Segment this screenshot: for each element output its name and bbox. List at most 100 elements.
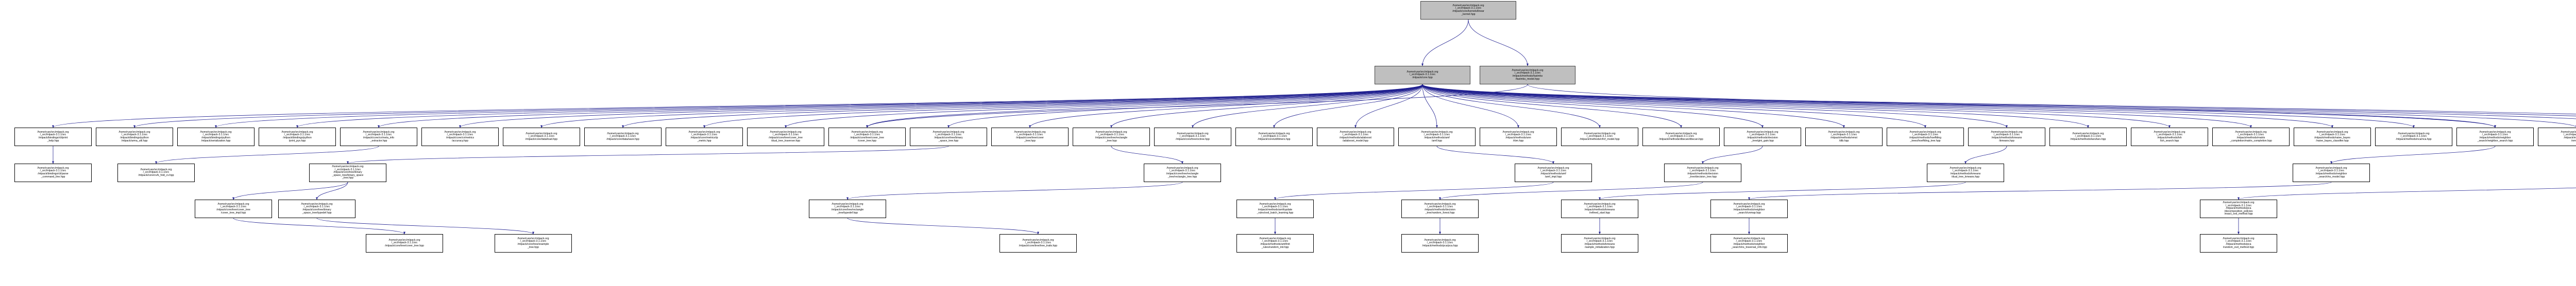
graph-edge [1439, 182, 1703, 200]
graph-node[interactable]: /home/ryan/src/mlpack.org /_src/mlpack-3… [1805, 128, 1883, 146]
graph-node[interactable]: /home/ryan/src/mlpack.org /_src/mlpack-3… [1144, 164, 1221, 182]
graph-edge [1192, 84, 1423, 128]
graph-node[interactable]: /home/ryan/src/mlpack.org /_src/mlpack-3… [2538, 128, 2576, 146]
graph-node[interactable]: /home/ryan/src/mlpack.org /_src/mlpack-3… [1515, 164, 1592, 182]
graph-node[interactable]: /home/ryan/src/mlpack.org /_src/mlpack-3… [259, 128, 336, 146]
graph-node[interactable]: /home/ryan/src/mlpack.org /_src/mlpack-3… [1154, 128, 1231, 146]
graph-node[interactable]: /home/ryan/src/mlpack.org /_src/mlpack-3… [2200, 234, 2277, 253]
graph-node[interactable]: /home/ryan/src/mlpack.org /_src/mlpack-3… [340, 128, 417, 146]
graph-node[interactable]: /home/ryan/src/mlpack.org /_src/mlpack-3… [1480, 128, 1557, 146]
graph-node[interactable]: /home/ryan/src/mlpack.org /_src/mlpack-3… [991, 128, 1069, 146]
graph-edge [1354, 84, 1423, 128]
graph-node[interactable]: /home/ryan/src/mlpack.org /_src/mlpack-3… [1480, 66, 1575, 84]
graph-edge [233, 218, 405, 235]
graph-edge [622, 84, 1423, 128]
graph-edge [347, 146, 949, 164]
graph-edge [133, 84, 1423, 128]
graph-node[interactable]: /home/ryan/src/mlpack.org /_src/mlpack-3… [309, 164, 386, 182]
graph-edge [1029, 84, 1423, 128]
graph-node[interactable]: /home/ryan/src/mlpack.org /_src/mlpack-3… [1927, 164, 2004, 182]
graph-node[interactable]: /home/ryan/src/mlpack.org /_src/mlpack-3… [1642, 128, 1720, 146]
graph-node[interactable]: /home/ryan/src/mlpack.org /_src/mlpack-3… [2293, 164, 2370, 182]
graph-node[interactable]: /home/ryan/src/mlpack.org /_src/mlpack-3… [1375, 66, 1470, 84]
graph-node[interactable]: /home/ryan/src/mlpack.org /_src/mlpack-3… [809, 200, 886, 218]
graph-edge [1748, 182, 2332, 200]
graph-node-root[interactable]: /home/ryan/src/mlpack.org /_src/mlpack-3… [1420, 1, 1516, 20]
graph-edge [155, 146, 379, 164]
graph-node[interactable]: /home/ryan/src/mlpack.org /_src/mlpack-3… [2456, 128, 2534, 146]
graph-node[interactable]: /home/ryan/src/mlpack.org /_src/mlpack-3… [1664, 164, 1741, 182]
graph-edge [1422, 84, 1601, 128]
graph-edge [1422, 84, 1519, 128]
graph-edge [540, 84, 1423, 128]
graph-edge [1422, 84, 2008, 128]
graph-node[interactable]: /home/ryan/src/mlpack.org /_src/mlpack-3… [747, 128, 824, 146]
graph-edge [1422, 84, 2576, 128]
graph-edge [232, 182, 348, 200]
graph-node[interactable]: /home/ryan/src/mlpack.org /_src/mlpack-3… [2200, 200, 2277, 218]
graph-node[interactable]: /home/ryan/src/mlpack.org /_src/mlpack-3… [195, 200, 272, 218]
graph-node[interactable]: /home/ryan/src/mlpack.org /_src/mlpack-3… [1401, 234, 1479, 253]
graph-node[interactable]: /home/ryan/src/mlpack.org /_src/mlpack-3… [1073, 128, 1150, 146]
graph-edge [1422, 84, 2333, 128]
graph-edge [52, 84, 1423, 128]
graph-node[interactable]: /home/ryan/src/mlpack.org /_src/mlpack-3… [1561, 200, 1638, 218]
graph-node[interactable]: /home/ryan/src/mlpack.org /_src/mlpack-3… [14, 128, 92, 146]
graph-edge [1436, 146, 1554, 164]
graph-node[interactable]: /home/ryan/src/mlpack.org /_src/mlpack-3… [1561, 128, 1638, 146]
graph-node[interactable]: /home/ryan/src/mlpack.org /_src/mlpack-3… [1887, 128, 1964, 146]
graph-edge [1422, 84, 1682, 128]
graph-node[interactable]: /home/ryan/src/mlpack.org /_src/mlpack-3… [117, 164, 195, 182]
graph-node[interactable]: /home/ryan/src/mlpack.org /_src/mlpack-3… [1724, 128, 1801, 146]
graph-node[interactable]: /home/ryan/src/mlpack.org /_src/mlpack-3… [421, 128, 499, 146]
graph-node[interactable]: /home/ryan/src/mlpack.org /_src/mlpack-3… [1968, 128, 2045, 146]
graph-node[interactable]: /home/ryan/src/mlpack.org /_src/mlpack-3… [503, 128, 580, 146]
graph-node[interactable]: /home/ryan/src/mlpack.org /_src/mlpack-3… [584, 128, 662, 146]
graph-edge [1422, 84, 1845, 128]
graph-node[interactable]: /home/ryan/src/mlpack.org /_src/mlpack-3… [1236, 200, 1314, 218]
graph-node[interactable]: /home/ryan/src/mlpack.org /_src/mlpack-3… [2294, 128, 2371, 146]
graph-edge [785, 84, 1423, 128]
graph-node[interactable]: /home/ryan/src/mlpack.org /_src/mlpack-3… [1317, 128, 1394, 146]
graph-node[interactable]: /home/ryan/src/mlpack.org /_src/mlpack-3… [1398, 128, 1476, 146]
graph-node[interactable]: /home/ryan/src/mlpack.org /_src/mlpack-3… [96, 128, 173, 146]
graph-node[interactable]: /home/ryan/src/mlpack.org /_src/mlpack-3… [278, 200, 355, 218]
graph-edge [1422, 84, 2496, 128]
graph-node[interactable]: /home/ryan/src/mlpack.org /_src/mlpack-3… [14, 164, 92, 182]
graph-edge [1422, 84, 2576, 116]
graph-node[interactable]: /home/ryan/src/mlpack.org /_src/mlpack-3… [366, 234, 443, 253]
graph-edge [1111, 146, 1183, 164]
graph-node[interactable]: /home/ryan/src/mlpack.org /_src/mlpack-3… [666, 128, 743, 146]
graph-edge [846, 182, 1183, 200]
graph-edge [1422, 84, 1926, 128]
graph-edge [1422, 84, 1764, 128]
graph-node[interactable]: /home/ryan/src/mlpack.org /_src/mlpack-3… [1561, 234, 1638, 253]
graph-node[interactable]: /home/ryan/src/mlpack.org /_src/mlpack-3… [2049, 128, 2127, 146]
graph-edge [1527, 84, 2496, 128]
graph-node[interactable]: /home/ryan/src/mlpack.org /_src/mlpack-3… [177, 128, 255, 146]
graph-node[interactable]: /home/ryan/src/mlpack.org /_src/mlpack-3… [1401, 200, 1479, 218]
graph-node[interactable]: /home/ryan/src/mlpack.org /_src/mlpack-3… [1236, 234, 1314, 253]
graph-node[interactable]: /home/ryan/src/mlpack.org /_src/mlpack-3… [2212, 128, 2290, 146]
graph-edge [1468, 19, 1529, 66]
graph-edge [1422, 84, 2089, 128]
graph-edge [1422, 84, 2415, 128]
graph-edge [866, 84, 1423, 128]
graph-node[interactable]: /home/ryan/src/mlpack.org /_src/mlpack-3… [999, 234, 1077, 253]
graph-edge [947, 84, 1423, 128]
graph-node[interactable]: /home/ryan/src/mlpack.org /_src/mlpack-3… [1710, 234, 1788, 253]
graph-edge [1964, 146, 2007, 164]
graph-edge [316, 182, 348, 200]
graph-node[interactable]: /home/ryan/src/mlpack.org /_src/mlpack-3… [1710, 200, 1788, 218]
graph-node[interactable]: /home/ryan/src/mlpack.org /_src/mlpack-3… [495, 234, 572, 253]
graph-edge [1422, 84, 2576, 119]
graph-edge [316, 218, 534, 235]
graph-node[interactable]: /home/ryan/src/mlpack.org /_src/mlpack-3… [1235, 128, 1313, 146]
graph-edge [1599, 182, 1966, 200]
graph-node[interactable]: /home/ryan/src/mlpack.org /_src/mlpack-3… [2131, 128, 2208, 146]
graph-node[interactable]: /home/ryan/src/mlpack.org /_src/mlpack-3… [2375, 128, 2452, 146]
graph-edge [296, 84, 1423, 128]
graph-node[interactable]: /home/ryan/src/mlpack.org /_src/mlpack-3… [828, 128, 906, 146]
graph-node[interactable]: /home/ryan/src/mlpack.org /_src/mlpack-3… [910, 128, 987, 146]
